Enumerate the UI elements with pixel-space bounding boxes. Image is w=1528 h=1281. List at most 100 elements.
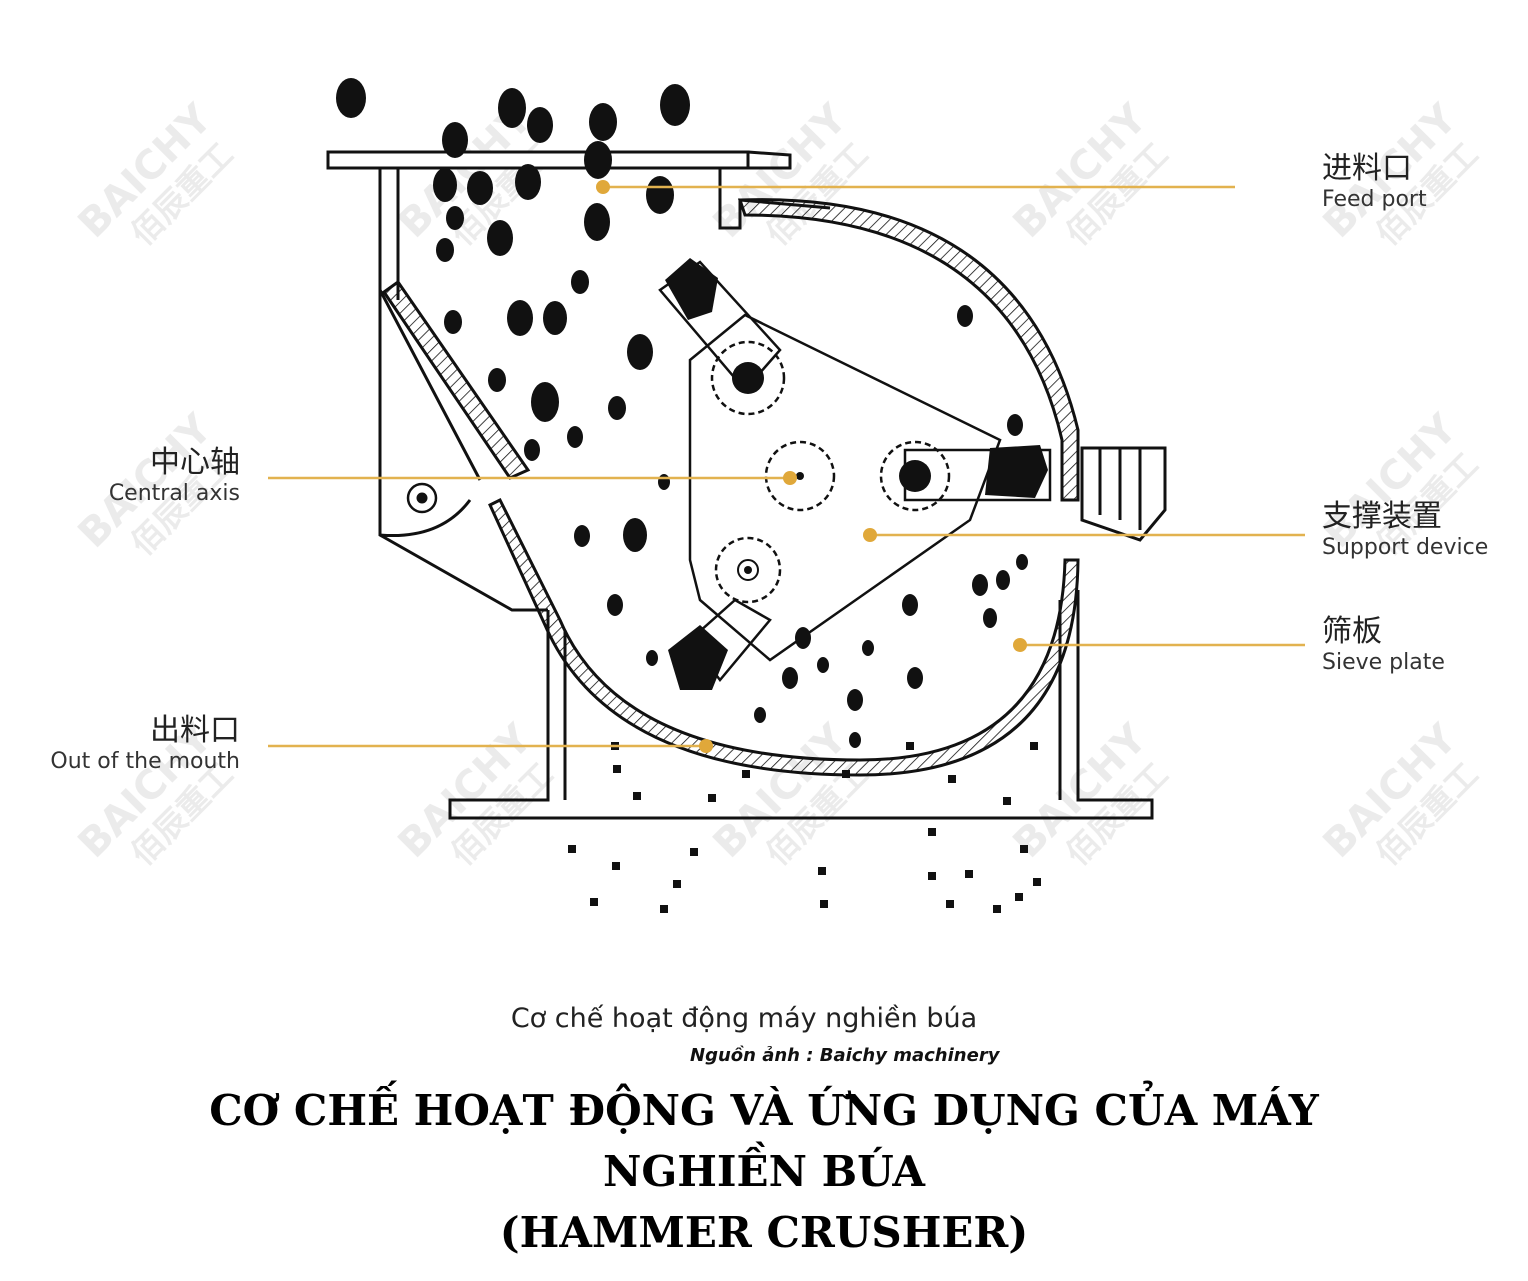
lump — [543, 301, 567, 335]
hammer-head — [665, 258, 718, 320]
fine-particle — [660, 905, 668, 913]
article-heading: CƠ CHẾ HOẠT ĐỘNG VÀ ỨNG DỤNG CỦA MÁY NGH… — [0, 1080, 1528, 1263]
lump — [849, 732, 861, 748]
fine-particle — [818, 867, 826, 875]
lump — [524, 439, 540, 461]
central-axis-ring — [764, 440, 836, 512]
fine-particle — [1020, 845, 1028, 853]
side-bracket — [1080, 446, 1167, 542]
pivot-ring — [879, 440, 951, 512]
lump — [527, 107, 553, 143]
pivot-pin — [899, 460, 931, 492]
fine-particle — [690, 848, 698, 856]
lump — [1007, 414, 1023, 436]
left-liner — [381, 279, 531, 480]
lump — [795, 627, 811, 649]
lump — [571, 270, 589, 294]
lump — [646, 650, 658, 666]
label-central-axis-zh: 中心轴 — [150, 445, 240, 480]
lump — [584, 141, 612, 179]
pivot-ring — [710, 340, 786, 416]
lump — [498, 88, 526, 128]
diagram-labels: 进料口 Feed port 中心轴 Central axis 支撑装置 Supp… — [50, 151, 1488, 774]
lump — [531, 382, 559, 422]
heading-line-2: NGHIỀN BÚA — [602, 1147, 926, 1196]
crusher-housing — [326, 150, 1167, 820]
label-sieve-plate-en: Sieve plate — [1322, 650, 1445, 675]
sieve-liner — [488, 497, 1080, 777]
lump — [336, 78, 366, 118]
pivot-pin — [732, 362, 764, 394]
pivot-ring — [714, 536, 782, 604]
fine-particle — [948, 775, 956, 783]
label-sieve-plate-zh: 筛板 — [1322, 614, 1382, 649]
lump — [817, 657, 829, 673]
label-feed-port-en: Feed port — [1322, 187, 1427, 212]
label-support-device-en: Support device — [1322, 535, 1488, 560]
fine-particle — [742, 770, 750, 778]
fine-particle — [1030, 742, 1038, 750]
fine-particle — [906, 742, 914, 750]
lump — [627, 334, 653, 370]
lump — [847, 689, 863, 711]
lump — [983, 608, 997, 628]
image-source: Nguồn ảnh : Baichy machinery — [690, 1045, 1000, 1066]
label-feed-port-zh: 进料口 — [1322, 151, 1412, 186]
lump — [515, 164, 541, 200]
lump — [436, 238, 454, 262]
fine-particle — [946, 900, 954, 908]
label-central-axis-en: Central axis — [109, 481, 240, 506]
label-discharge-en: Out of the mouth — [50, 749, 240, 774]
lump — [467, 171, 493, 205]
hammer-crusher-diagram: BAICHY 佰辰重工 BAICHY 佰辰重工 BAICHY 佰辰重工 BAIC… — [50, 78, 1488, 913]
fine-particle — [928, 828, 936, 836]
lump — [902, 594, 918, 616]
lump — [433, 168, 457, 202]
lump — [646, 176, 674, 214]
leader-dot — [596, 180, 610, 194]
fine-particle — [708, 794, 716, 802]
lump — [442, 122, 468, 158]
lump — [862, 640, 874, 656]
rotor-plate — [688, 313, 1002, 662]
fine-particle — [612, 862, 620, 870]
lump — [658, 474, 670, 490]
fine-particle — [993, 905, 1001, 913]
lump — [1016, 554, 1028, 570]
label-support-device-zh: 支撑装置 — [1322, 499, 1442, 534]
leader-dot — [783, 471, 797, 485]
lump — [972, 574, 988, 596]
leader-dot — [699, 739, 713, 753]
fine-particle — [820, 900, 828, 908]
heading-line-3: (HAMMER CRUSHER) — [499, 1208, 1029, 1257]
hinge-bolt — [406, 482, 438, 514]
lump — [488, 368, 506, 392]
lump — [446, 206, 464, 230]
fine-particle — [613, 765, 621, 773]
left-body — [378, 290, 548, 612]
image-caption: Cơ chế hoạt động máy nghiền búa — [510, 1003, 978, 1034]
lump — [607, 594, 623, 616]
lump — [782, 667, 798, 689]
leader-lines — [268, 180, 1305, 753]
lump — [996, 570, 1010, 590]
fine-particle — [928, 872, 936, 880]
lump — [754, 707, 766, 723]
fine-particle — [568, 845, 576, 853]
lump — [444, 310, 462, 334]
lump — [487, 220, 513, 256]
hammer-head — [668, 625, 728, 690]
fine-particle — [1003, 797, 1011, 805]
lump — [567, 426, 583, 448]
lump — [584, 203, 610, 241]
lump — [957, 305, 973, 327]
fine-particle — [633, 792, 641, 800]
leader-dot — [1013, 638, 1027, 652]
lump — [589, 103, 617, 141]
hammer-head — [985, 445, 1048, 498]
label-discharge-zh: 出料口 — [150, 713, 240, 748]
fine-particle — [673, 880, 681, 888]
lump — [907, 667, 923, 689]
lump — [623, 518, 647, 552]
right-housing — [737, 198, 1080, 502]
